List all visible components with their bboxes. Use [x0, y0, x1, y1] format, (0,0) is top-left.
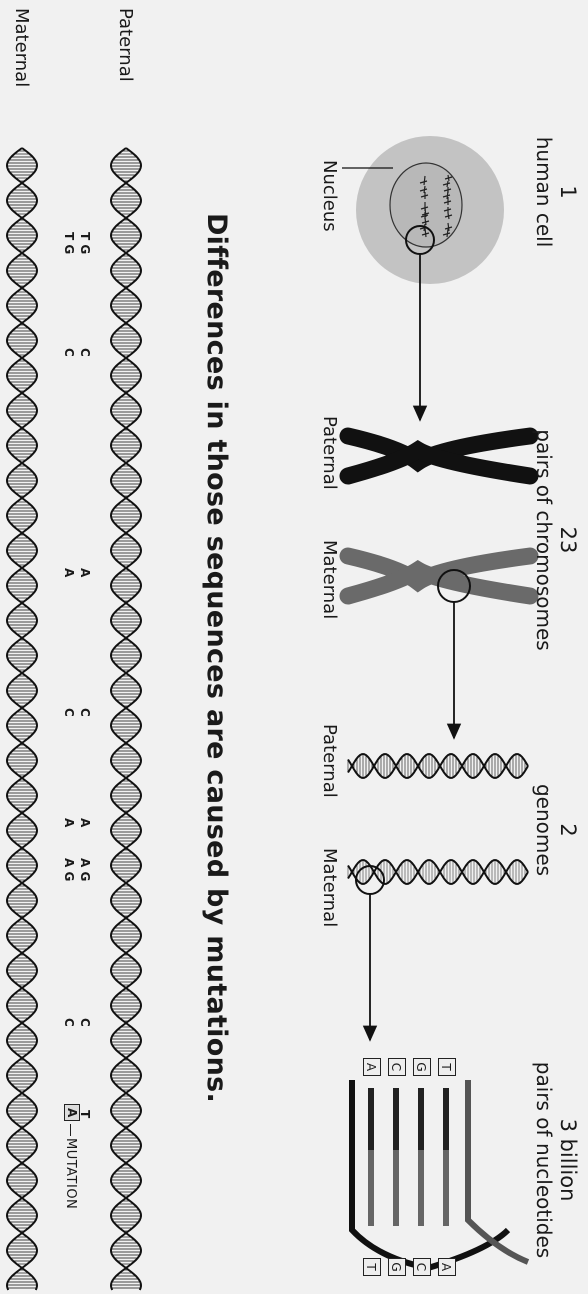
nucleotide-count: 3 billion — [556, 1040, 580, 1280]
sequence-base: A — [78, 568, 92, 577]
sequence-base: C — [78, 348, 92, 357]
sequence-base: C — [62, 348, 76, 357]
maternal-strand-label: Maternal — [11, 8, 32, 87]
nucleotide-backbone — [352, 1080, 508, 1268]
base-box: C — [413, 1258, 431, 1276]
sequence-base: A — [78, 818, 92, 827]
base-box: C — [388, 1058, 406, 1076]
sequence-base: C — [62, 708, 76, 717]
sequence-base: A — [62, 568, 76, 577]
sequence-base: C — [62, 1018, 76, 1027]
base-box: T — [438, 1058, 456, 1076]
chromosome-paternal-label: Paternal — [319, 416, 340, 490]
chromosome-count: 23 — [556, 400, 580, 680]
base-box: G — [388, 1258, 406, 1276]
base-box: T — [363, 1258, 381, 1276]
sequence-base: T G — [78, 232, 92, 254]
nucleotide-caption: pairs of nucleotides — [532, 1040, 556, 1280]
cell-count: 1 — [556, 112, 580, 272]
sequence-base: C — [78, 1018, 92, 1027]
genome-maternal-label: Maternal — [319, 848, 340, 927]
sequence-base: T — [78, 1110, 92, 1118]
nucleus-label: Nucleus — [319, 160, 340, 232]
sequence-base: T G — [62, 232, 76, 254]
base-box: A — [438, 1258, 456, 1276]
mutation-label: MUTATION — [63, 1138, 78, 1209]
paternal-strand-label: Paternal — [115, 8, 136, 82]
mutated-base: A — [64, 1104, 80, 1121]
base-box: A — [363, 1058, 381, 1076]
paternal-chromosome-arm — [348, 450, 530, 476]
sequence-base: A — [62, 818, 76, 827]
base-box: G — [413, 1058, 431, 1076]
mutation-pointer — [70, 1124, 71, 1136]
chromosome-caption: pairs of chromosomes — [532, 400, 556, 680]
chromosome-maternal-label: Maternal — [319, 540, 340, 619]
genome-caption: genomes — [532, 720, 556, 940]
genome-count: 2 — [556, 720, 580, 940]
cell-caption: human cell — [532, 112, 556, 272]
sequence-base: C — [78, 708, 92, 717]
sequence-base: A G — [62, 858, 76, 881]
diagram-title: Differences in those sequences are cause… — [201, 138, 232, 1178]
sequence-base: A G — [78, 858, 92, 881]
genome-paternal-label: Paternal — [319, 724, 340, 798]
